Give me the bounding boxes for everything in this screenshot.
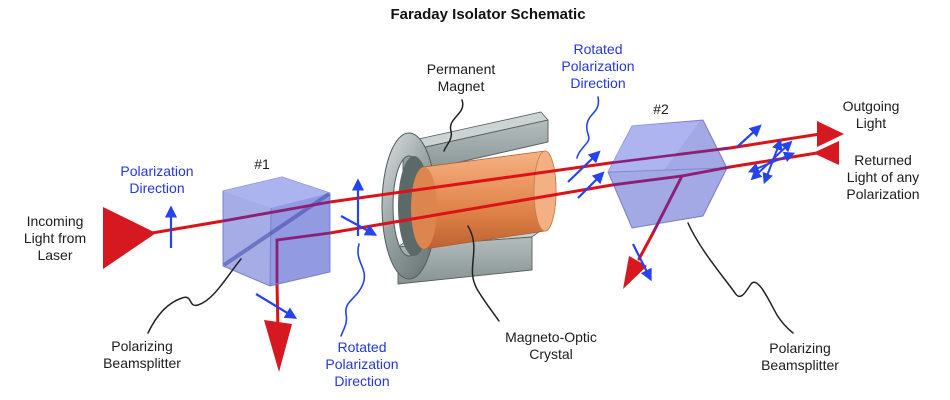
rotated-polarization-2-callout <box>576 96 600 159</box>
laser-source-arrow <box>103 207 156 269</box>
bs2-beam-inside-rejected <box>651 175 684 234</box>
crystal-left-cap <box>411 167 437 249</box>
forward-beam <box>150 132 822 235</box>
crystal-callout <box>467 225 500 322</box>
polarization-arrow-before-bs2-lower <box>577 171 605 199</box>
label-rotated-polarization-1: Rotated Polarization Direction <box>325 339 399 389</box>
callout-lines <box>147 96 794 337</box>
bs1-right-face <box>270 193 330 286</box>
label-returned-light: Returned Light of any Polarization <box>846 152 920 202</box>
permanent-magnet-callout <box>443 99 464 152</box>
label-permanent-magnet: Permanent Magnet <box>426 61 496 94</box>
bs2-front-edge <box>608 167 727 173</box>
dump-arrowhead-bs2 <box>623 256 647 289</box>
crystal-right-cap <box>533 150 557 232</box>
bs1-front-edge <box>269 207 272 287</box>
star-arrow-1 <box>750 140 793 181</box>
polarization-arrow-outgoing <box>736 124 762 148</box>
bs1-callout <box>147 258 242 334</box>
label-bs1-number: #1 <box>254 156 270 172</box>
polarization-arrows <box>164 124 762 319</box>
outgoing-arrowhead <box>817 121 844 147</box>
page-title: Faraday Isolator Schematic <box>390 6 586 23</box>
rotated-polarization-1-callout <box>340 243 366 337</box>
bs1-beam-inside-forward <box>222 200 331 223</box>
red-arrowheads <box>103 121 844 372</box>
polarization-arrow-dump-bs2 <box>632 243 652 282</box>
polarization-arrow-after-bs1-diagonal <box>340 215 378 236</box>
label-polarization-direction: Polarization Direction <box>120 163 194 196</box>
star-arrow-3 <box>747 151 796 174</box>
bs2-callout <box>687 222 794 334</box>
dump-arrowhead-bs1 <box>264 320 292 372</box>
label-bs1-beamsplitter: Polarizing Beamsplitter <box>103 338 181 371</box>
bs1-beam-inside-returned <box>275 231 331 283</box>
polarization-arrow-dump-bs1 <box>255 293 298 319</box>
label-bs2-number: #2 <box>653 101 669 117</box>
magnet-top-slab <box>402 119 549 176</box>
beamsplitter-2 <box>607 119 731 234</box>
label-incoming-light: Incoming Light from Laser <box>23 213 87 263</box>
any-polarization-star <box>747 138 796 185</box>
beamsplitter-1 <box>222 176 331 287</box>
label-rotated-polarization-2: Rotated Polarization Direction <box>561 41 635 91</box>
polarization-arrow-before-bs2-upper <box>567 150 601 183</box>
label-magneto-optic-crystal: Magneto-Optic Crystal <box>505 329 597 362</box>
label-bs2-beamsplitter: Polarizing Beamsplitter <box>761 340 839 373</box>
bs2-beam-inside-forward <box>609 146 731 165</box>
bs1-top-face <box>223 177 330 208</box>
returned-arrowhead <box>813 141 839 165</box>
label-outgoing-light: Outgoing Light <box>842 98 900 131</box>
